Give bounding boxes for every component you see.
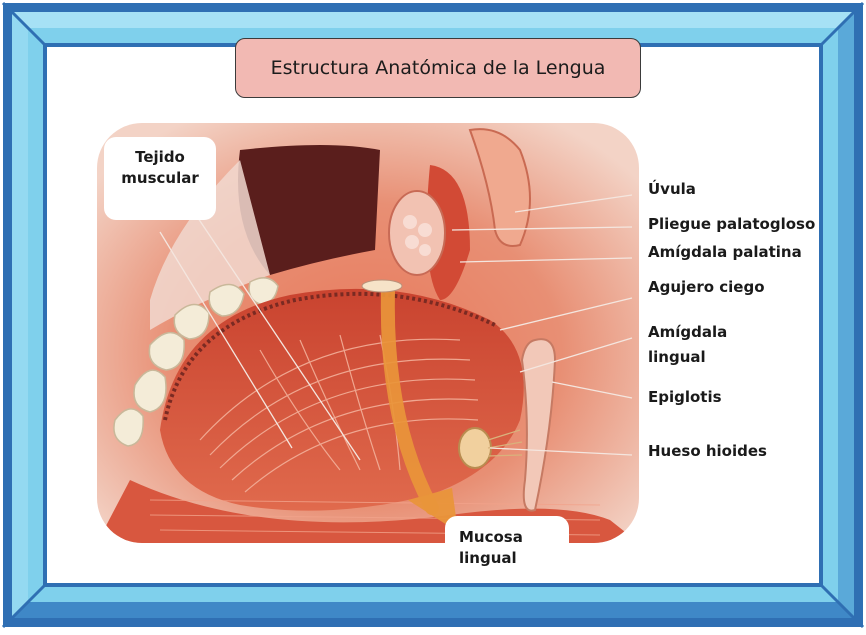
label-uvula: Úvula [648,179,696,199]
label-amigdala-lingual-line2: lingual [648,347,706,367]
label-amigdala-palatina: Amígdala palatina [648,242,802,262]
callout-mucosa-lingual: Mucosa lingual [445,516,569,583]
callout-tejido-muscular: Tejido muscular [104,137,216,220]
label-mucosa-line2: lingual [445,548,569,569]
label-amigdala-lingual-line1: Amígdala [648,322,727,342]
title-banner: Estructura Anatómica de la Lengua [235,38,641,98]
label-pliegue-palatogloso: Pliegue palatogloso [648,214,815,234]
label-epiglotis: Epiglotis [648,387,722,407]
label-agujero-ciego: Agujero ciego [648,277,765,297]
diagram-title: Estructura Anatómica de la Lengua [271,57,606,79]
label-hueso-hioides: Hueso hioides [648,441,767,461]
label-mucosa-line1: Mucosa [445,527,569,548]
label-tejido-line1: Tejido [104,147,216,168]
label-tejido-line2: muscular [104,168,216,189]
